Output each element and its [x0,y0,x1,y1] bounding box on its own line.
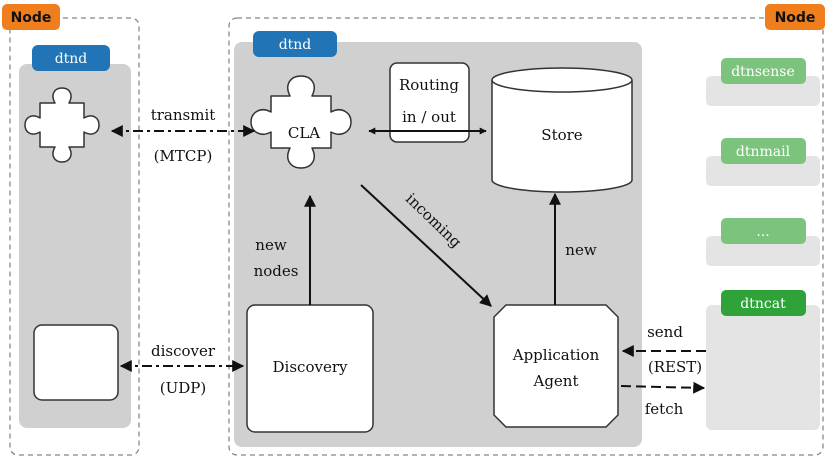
new-nodes-label-line2: nodes [254,262,299,280]
right-node-tag: Node [765,4,825,30]
new-nodes-label-line1: new [255,236,287,254]
routing-component: Routing in / out [389,62,470,143]
left-node-boundary [9,17,140,456]
fetch-label: fetch [645,400,684,418]
discovery-label: Discovery [273,358,348,376]
send-label: send [647,323,683,341]
left-node-tag-label: Node [11,10,52,26]
cla-label: CLA [288,124,320,142]
main-dtnd-tag-label: dtnd [279,37,312,53]
fetch-arrow [620,381,706,394]
udp-label: (UDP) [160,379,206,397]
incoming-arrow [360,184,492,307]
app-dtnmail-label: dtnmail [736,144,791,160]
app-dtncat: dtncat [706,290,820,430]
store-label: Store [541,126,583,144]
left-dtnd-tag: dtnd [32,45,110,71]
app-ellipsis: ... [706,218,820,266]
left-discovery-box [33,324,119,401]
new-store-label: new [565,241,597,259]
rest-label: (REST) [648,358,702,376]
app-dtnsense: dtnsense [706,58,820,106]
left-node-tag: Node [2,4,60,30]
app-dtnsense-label: dtnsense [731,64,795,80]
right-node-tag-label: Node [775,10,816,26]
application-agent-component: Application Agent [493,304,619,428]
agent-label-line2: Agent [533,372,579,390]
transmit-label: transmit [151,106,216,124]
routing-in-out-label: in / out [402,108,456,126]
store-component: Store [491,67,633,193]
left-cla-puzzle-icon [24,87,100,163]
app-dtnmail: dtnmail [706,138,820,186]
agent-label-line1: Application [512,346,600,364]
main-dtnd-tag: dtnd [253,31,337,57]
discovery-component: Discovery [246,304,374,433]
routing-label: Routing [399,76,459,94]
mtcp-label: (MTCP) [154,147,213,165]
app-dtncat-label: dtncat [740,296,786,312]
right-node-boundary [228,17,824,456]
left-dtnd-tag-label: dtnd [55,51,88,67]
discover-label: discover [151,342,216,360]
app-ellipsis-label: ... [756,224,769,240]
cla-component: CLA [250,75,352,169]
